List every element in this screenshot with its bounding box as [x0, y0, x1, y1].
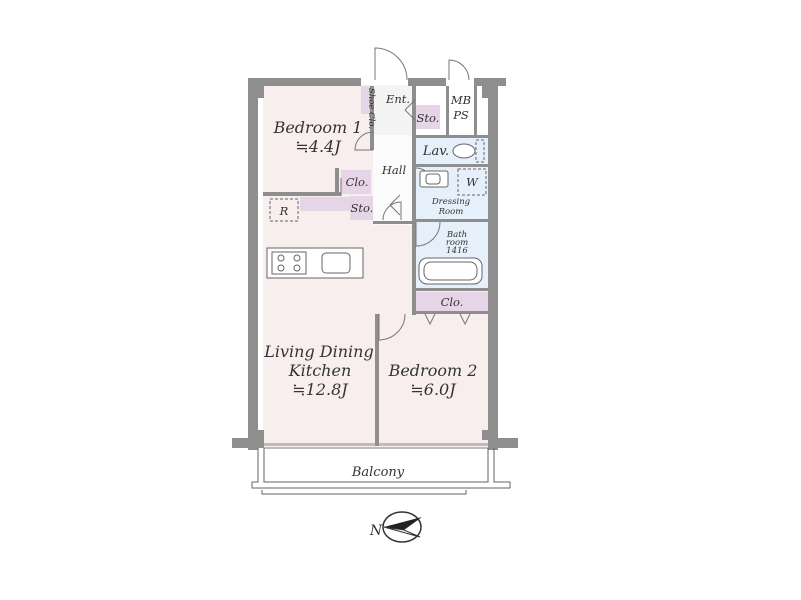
- closet-bedroom2-fill: [415, 292, 488, 312]
- north-label: N: [369, 523, 383, 539]
- bedroom2-floor: [378, 314, 488, 447]
- mb-label: MB: [450, 93, 471, 107]
- walls: [232, 78, 518, 450]
- bedroom1-area: ≒4.4J: [295, 137, 342, 156]
- kitchen-sink-icon: [321, 252, 351, 274]
- washer-icon: [457, 168, 487, 196]
- bath-label-line1: Bath: [446, 230, 467, 240]
- closet-hall-fill: [341, 170, 371, 194]
- shoe-closet-label: Shoe Clo.: [366, 88, 376, 129]
- storage-hall-fill: [350, 196, 373, 220]
- bedroom2-area: ≒6.0J: [410, 380, 457, 399]
- dressing-room-label-line2: Room: [438, 207, 464, 217]
- refrigerator-label: R: [279, 204, 289, 218]
- ldk-area: ≒12.8J: [292, 380, 349, 399]
- bath-size-label: 1416: [446, 246, 468, 256]
- ldk-label-line1: Living Dining: [263, 342, 373, 361]
- storage-hall-label: Sto.: [351, 201, 374, 215]
- washer-label: W: [466, 175, 479, 189]
- balcony-label: Balcony: [351, 465, 405, 480]
- entrance-floor: [373, 85, 415, 135]
- entrance-label: Ent.: [385, 92, 410, 106]
- ldk-label-line2: Kitchen: [288, 361, 352, 380]
- lavatory-label: Lav.: [422, 144, 449, 159]
- room-fills: [263, 85, 488, 447]
- dressing-room-label-line1: Dressing: [431, 197, 471, 207]
- fixtures: [251, 139, 511, 495]
- balcony-rail: [251, 448, 511, 489]
- ldk-shelf-fill: [300, 197, 350, 211]
- storage-entrance-label: Sto.: [417, 111, 440, 125]
- ps-label: PS: [452, 108, 469, 122]
- bedroom2-label: Bedroom 2: [388, 361, 478, 380]
- labels: Bedroom 1 ≒4.4J Living Dining Kitchen ≒1…: [263, 88, 479, 480]
- storage-entrance-fill: [415, 105, 440, 129]
- bath-label-line2: room: [446, 238, 468, 248]
- hall-label: Hall: [381, 163, 407, 177]
- closet-bedroom2-label: Clo.: [441, 295, 464, 309]
- toilet-icon: [452, 143, 476, 159]
- hall-floor: [373, 135, 415, 225]
- closet-hall-label: Clo.: [346, 175, 369, 189]
- north-arrow-icon: N: [369, 511, 422, 543]
- stove-icon: [271, 251, 307, 275]
- bedroom1-label: Bedroom 1: [273, 118, 363, 137]
